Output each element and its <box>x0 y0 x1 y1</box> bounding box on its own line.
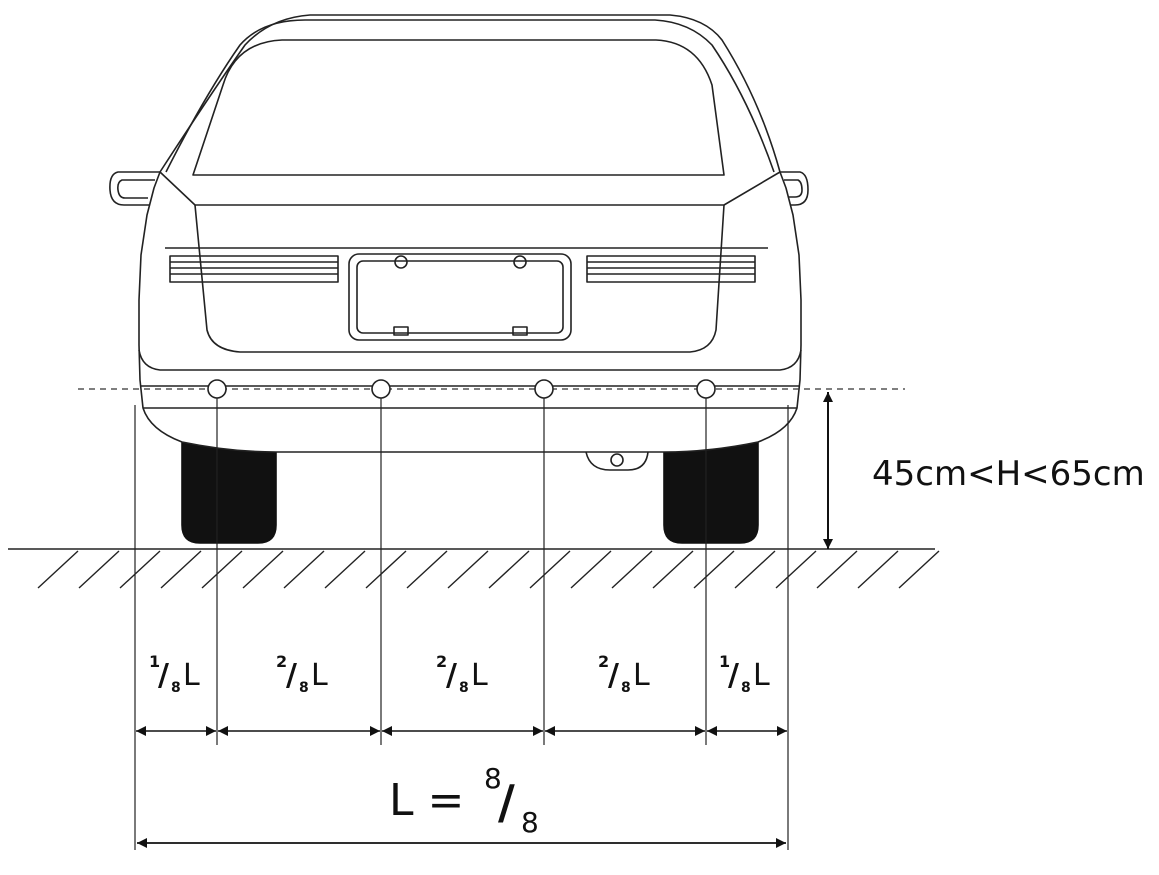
car-body <box>138 14 802 453</box>
ground-hatch-line <box>365 550 407 589</box>
car-rear-view <box>109 14 809 544</box>
svg-text:L: L <box>311 658 328 693</box>
ground <box>8 548 940 589</box>
svg-text:/: / <box>286 658 297 693</box>
svg-text:/: / <box>608 658 619 693</box>
sensor-1 <box>207 379 227 399</box>
ground-hatch-line <box>652 550 694 589</box>
license-plate <box>348 253 572 341</box>
left-tail-light <box>169 255 339 283</box>
sensor-4 <box>696 379 716 399</box>
ground-hatch-line <box>242 550 284 589</box>
right-tail-light <box>586 255 756 283</box>
right-wheel <box>663 439 759 544</box>
ground-hatch-line <box>488 550 530 589</box>
svg-text:/: / <box>498 775 515 829</box>
height-label: 45cm<H<65cm <box>872 454 1145 494</box>
ground-hatch-line <box>693 550 735 589</box>
tow-hook <box>585 451 649 471</box>
total-length-label: L = 8 / 8 <box>389 762 539 839</box>
sensor-2 <box>371 379 391 399</box>
left-mirror <box>109 171 160 206</box>
vertical-guides <box>134 398 789 850</box>
segment-label: 2 / 8 L <box>276 652 328 696</box>
svg-text:L: L <box>183 658 200 693</box>
ground-hatch-line <box>160 550 202 589</box>
ground-hatch-line <box>570 550 612 589</box>
ground-hatch-line <box>857 550 899 589</box>
svg-text:2: 2 <box>598 652 609 671</box>
ground-hatch-line <box>898 550 940 589</box>
left-wheel <box>181 439 277 544</box>
rear-window <box>192 39 725 176</box>
svg-text:8: 8 <box>521 806 539 839</box>
svg-text:8: 8 <box>299 680 309 696</box>
ground-hatch-line <box>529 550 571 589</box>
ground-hatch-line <box>447 550 489 589</box>
svg-text:1: 1 <box>149 652 160 671</box>
right-mirror <box>780 171 809 206</box>
svg-text:2: 2 <box>276 652 287 671</box>
segment-label: 1 / 8 L <box>149 652 200 696</box>
ground-hatch-line <box>734 550 776 589</box>
segment-label: 1 / 8 L <box>719 652 770 696</box>
ground-hatch-line <box>816 550 858 589</box>
rear-bumper <box>138 349 802 371</box>
svg-text:8: 8 <box>171 680 181 696</box>
ground-hatch-line <box>78 550 120 589</box>
svg-text:8: 8 <box>484 762 502 795</box>
svg-text:/: / <box>446 658 457 693</box>
ground-hatch-line <box>406 550 448 589</box>
svg-text:8: 8 <box>741 680 751 696</box>
svg-text:/: / <box>728 658 739 693</box>
ground-hatch-line <box>611 550 653 589</box>
sensor-3 <box>534 379 554 399</box>
svg-text:L: L <box>753 658 770 693</box>
ground-hatch-line <box>324 550 366 589</box>
svg-text:2: 2 <box>436 652 447 671</box>
ground-hatch-line <box>283 550 325 589</box>
ground-hatch-line <box>37 550 79 589</box>
svg-text:8: 8 <box>621 680 631 696</box>
svg-text:L: L <box>471 658 488 693</box>
segment-label: 2 / 8 L <box>598 652 650 696</box>
svg-text:1: 1 <box>719 652 730 671</box>
ground-hatch-line <box>119 550 161 589</box>
svg-text:L: L <box>633 658 650 693</box>
ground-hatch-line <box>775 550 817 589</box>
segment-label: 2 / 8 L <box>436 652 488 696</box>
svg-text:/: / <box>158 658 169 693</box>
svg-text:L =: L = <box>389 775 478 826</box>
segment-labels: 1 / 8 L 2 / 8 L 2 / 8 L 2 / 8 L 1 / <box>149 652 770 696</box>
svg-text:8: 8 <box>459 680 469 696</box>
ground-hatch-line <box>201 550 243 589</box>
